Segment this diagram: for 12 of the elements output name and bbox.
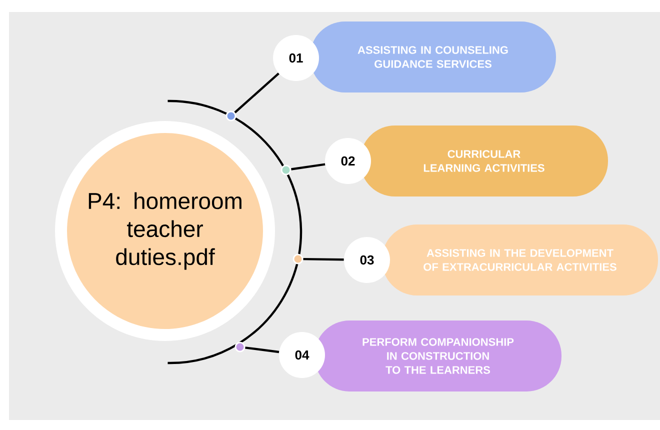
connector-line	[245, 346, 280, 354]
label-pill: ASSISTING IN THE DEVELOPMENT OF EXTRACURRICULAR ACTIVITIES	[382, 224, 658, 296]
label-pill: PERFORM COMPANIONSHIP IN CONSTRUCTION TO THE LEARNERS	[314, 320, 562, 392]
connector-dot	[226, 110, 236, 122]
connector-line	[291, 163, 326, 170]
connector-dot	[280, 164, 292, 176]
connector-dot	[292, 254, 304, 264]
connector-dot	[234, 342, 246, 352]
label-pill: CURRICULAR LEARNING ACTIVITIES	[360, 126, 608, 196]
connector-line	[303, 258, 344, 261]
connector-line	[234, 72, 280, 114]
label-pill: ASSISTING IN COUNSELING GUIDANCE SERVICES	[310, 22, 556, 92]
